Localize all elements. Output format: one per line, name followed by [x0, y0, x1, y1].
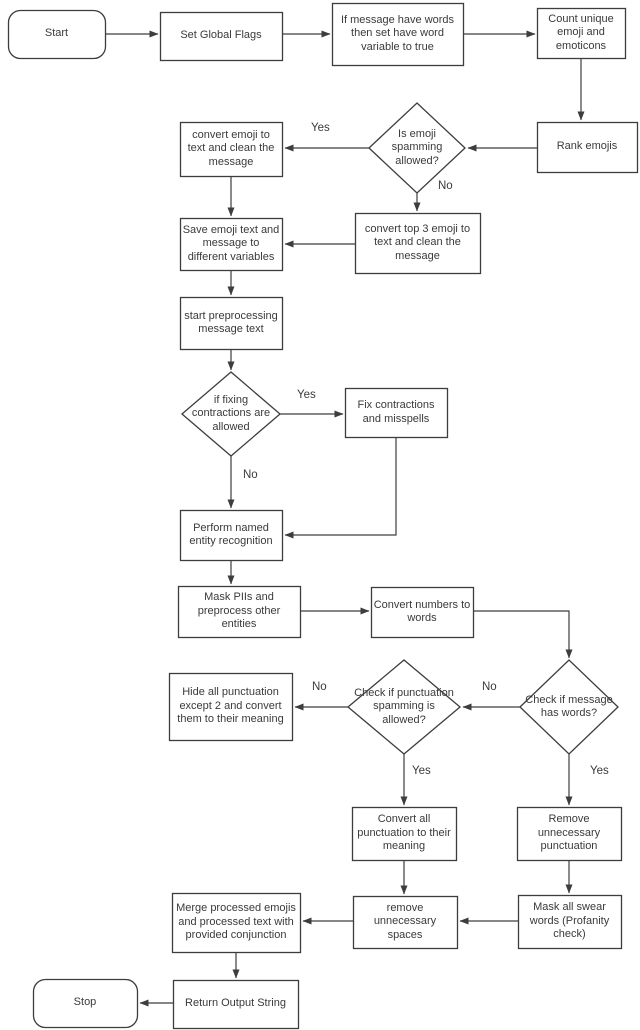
- node-start: Start: [44, 27, 69, 40]
- node-if-message-words: If message have words then set have word…: [340, 13, 455, 53]
- edge-fix-contractions-to-perform-ner: [284, 437, 397, 539]
- node-remove-spaces: remove unnecessary spaces: [373, 901, 437, 941]
- edge-label-message-no: No: [482, 681, 497, 693]
- node-emoji-spamming: Is emoji spamming allowed?: [391, 127, 443, 167]
- edge-label-contractions-yes: Yes: [297, 389, 316, 401]
- node-message-has-words: Check if message has words?: [525, 693, 613, 719]
- node-punct-spamming: Check if punctuation spamming is allowed…: [354, 686, 454, 726]
- start-preproc-shape: [179, 296, 284, 351]
- remove-punct-shape: [516, 806, 623, 862]
- node-convert-all-punct: Convert all punctuation to their meaning: [357, 813, 451, 853]
- mask-piis-shape: [177, 585, 302, 639]
- count-unique-shape: [536, 7, 627, 60]
- node-save-emoji: Save emoji text and message to different…: [182, 223, 280, 263]
- node-return-output: Return Output String: [185, 997, 286, 1010]
- node-perform-ner: Perform named entity recognition: [189, 521, 273, 547]
- merge-processed-shape: [171, 892, 302, 954]
- fix-contractions-shape: [344, 387, 449, 439]
- hide-punct-shape: [168, 672, 294, 742]
- perform-ner-shape: [179, 509, 284, 562]
- node-remove-punct: Remove unnecessary punctuation: [537, 813, 601, 853]
- edge-convert-numbers-to-message-has-words: [473, 610, 573, 659]
- node-rank-emojis: Rank emojis: [556, 140, 618, 153]
- set-global-flags-shape: [159, 11, 284, 62]
- edge-label-punct-yes: Yes: [412, 765, 431, 777]
- convert-emoji-shape: [179, 121, 284, 178]
- return-output-shape: [172, 979, 300, 1030]
- punct-spamming-diamond: [346, 659, 462, 755]
- convert-numbers-shape: [370, 586, 475, 639]
- node-set-global-flags: Set Global Flags: [180, 29, 262, 42]
- node-convert-top3: convert top 3 emoji to text and clean th…: [364, 222, 471, 262]
- node-mask-piis: Mask PIIs and preprocess other entities: [197, 591, 281, 631]
- edge-label-contractions-no: No: [243, 469, 258, 481]
- convert-top3-shape: [354, 212, 482, 275]
- if-message-words-shape: [331, 2, 465, 67]
- edge-label-emoji-no: No: [438, 180, 453, 192]
- node-fixing-contr: if fixing contractions are allowed: [191, 393, 271, 433]
- node-start-preproc: start preprocessing message text: [184, 309, 278, 335]
- edge-label-message-yes: Yes: [590, 765, 609, 777]
- stop-shape: [32, 978, 139, 1029]
- node-hide-punct: Hide all punctuation except 2 and conver…: [177, 686, 284, 726]
- node-count-unique: Count unique emoji and emoticons: [548, 12, 614, 52]
- mask-swear-shape: [517, 894, 623, 950]
- edge-label-punct-no: No: [312, 681, 327, 693]
- edge-label-emoji-yes: Yes: [311, 122, 330, 134]
- node-fix-contractions: Fix contractions and misspells: [357, 399, 435, 425]
- remove-spaces-shape: [352, 895, 459, 950]
- convert-all-punct-shape: [351, 806, 458, 862]
- rank-emojis-shape: [536, 121, 639, 174]
- node-convert-numbers: Convert numbers to words: [373, 598, 471, 624]
- node-merge-processed: Merge processed emojis and processed tex…: [176, 902, 296, 942]
- node-mask-swear: Mask all swear words (Profanity check): [529, 901, 610, 941]
- message-has-words-diamond: [519, 659, 619, 755]
- save-emoji-shape: [179, 217, 284, 272]
- node-stop: Stop: [73, 996, 97, 1009]
- node-convert-emoji: convert emoji to text and clean the mess…: [187, 128, 275, 168]
- emoji-spamming-diamond: [368, 102, 466, 194]
